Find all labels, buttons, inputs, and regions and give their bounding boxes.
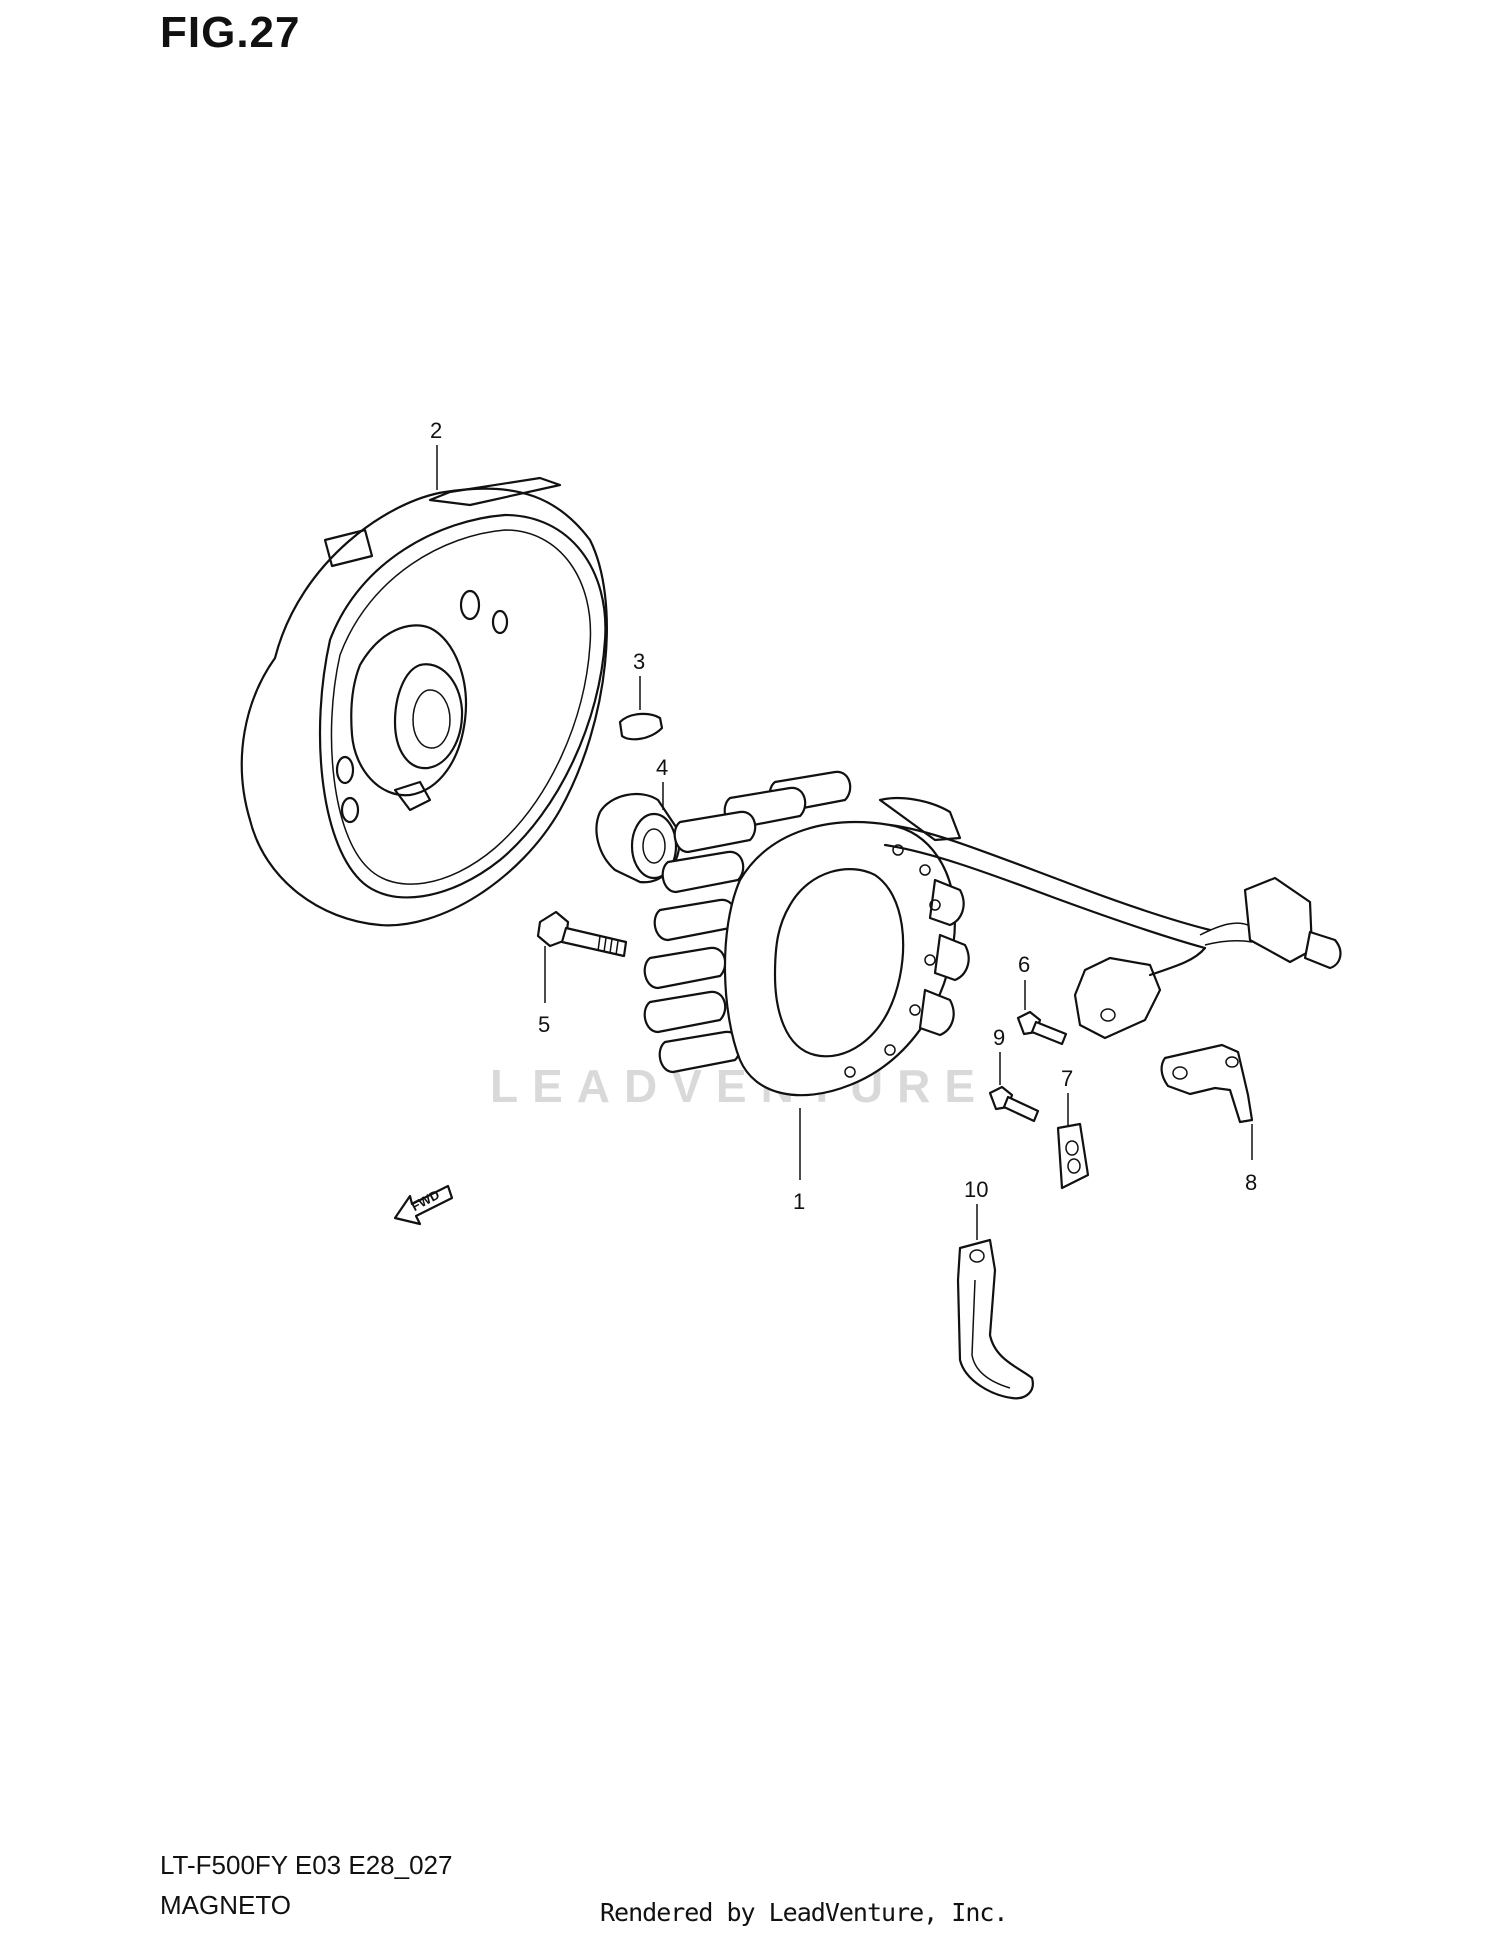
plate-7-part[interactable]	[1056, 1122, 1090, 1190]
callout-8: 8	[1245, 1170, 1257, 1195]
figure-title: FIG.27	[160, 8, 301, 57]
callout-3: 5	[538, 1012, 550, 1037]
model-code: LT-F500FY E03 E28_027	[160, 1850, 453, 1880]
woodruff-key-part[interactable]	[618, 712, 664, 741]
watermark-text: LEADVENTURE	[490, 1060, 989, 1112]
callout-6: 6	[1018, 952, 1030, 977]
wire-connector-part[interactable]	[1073, 876, 1342, 1040]
callout-4: 3	[633, 649, 645, 674]
callout-5: 4	[656, 755, 668, 780]
callout-2: 2	[430, 418, 442, 443]
flywheel-rotor-part[interactable]	[240, 476, 608, 927]
screw-9-part[interactable]	[988, 1085, 1040, 1123]
stator-part[interactable]	[643, 770, 1212, 1097]
callout-9: 9	[993, 1025, 1005, 1050]
bracket-8-part[interactable]	[1160, 1043, 1254, 1124]
section-name: MAGNETO	[160, 1890, 291, 1920]
clamp-10-part[interactable]	[956, 1238, 1034, 1400]
screw-6-part[interactable]	[1016, 1010, 1068, 1046]
rendered-by-credit: Rendered by LeadVenture, Inc.	[600, 1898, 1008, 1927]
forward-direction-arrow: FWD	[393, 1184, 454, 1226]
bearing-part[interactable]	[595, 792, 681, 884]
callout-1: 1	[793, 1189, 805, 1214]
callout-7: 7	[1061, 1066, 1073, 1091]
bolt-part[interactable]	[536, 910, 628, 958]
callout-10: 10	[964, 1177, 988, 1202]
